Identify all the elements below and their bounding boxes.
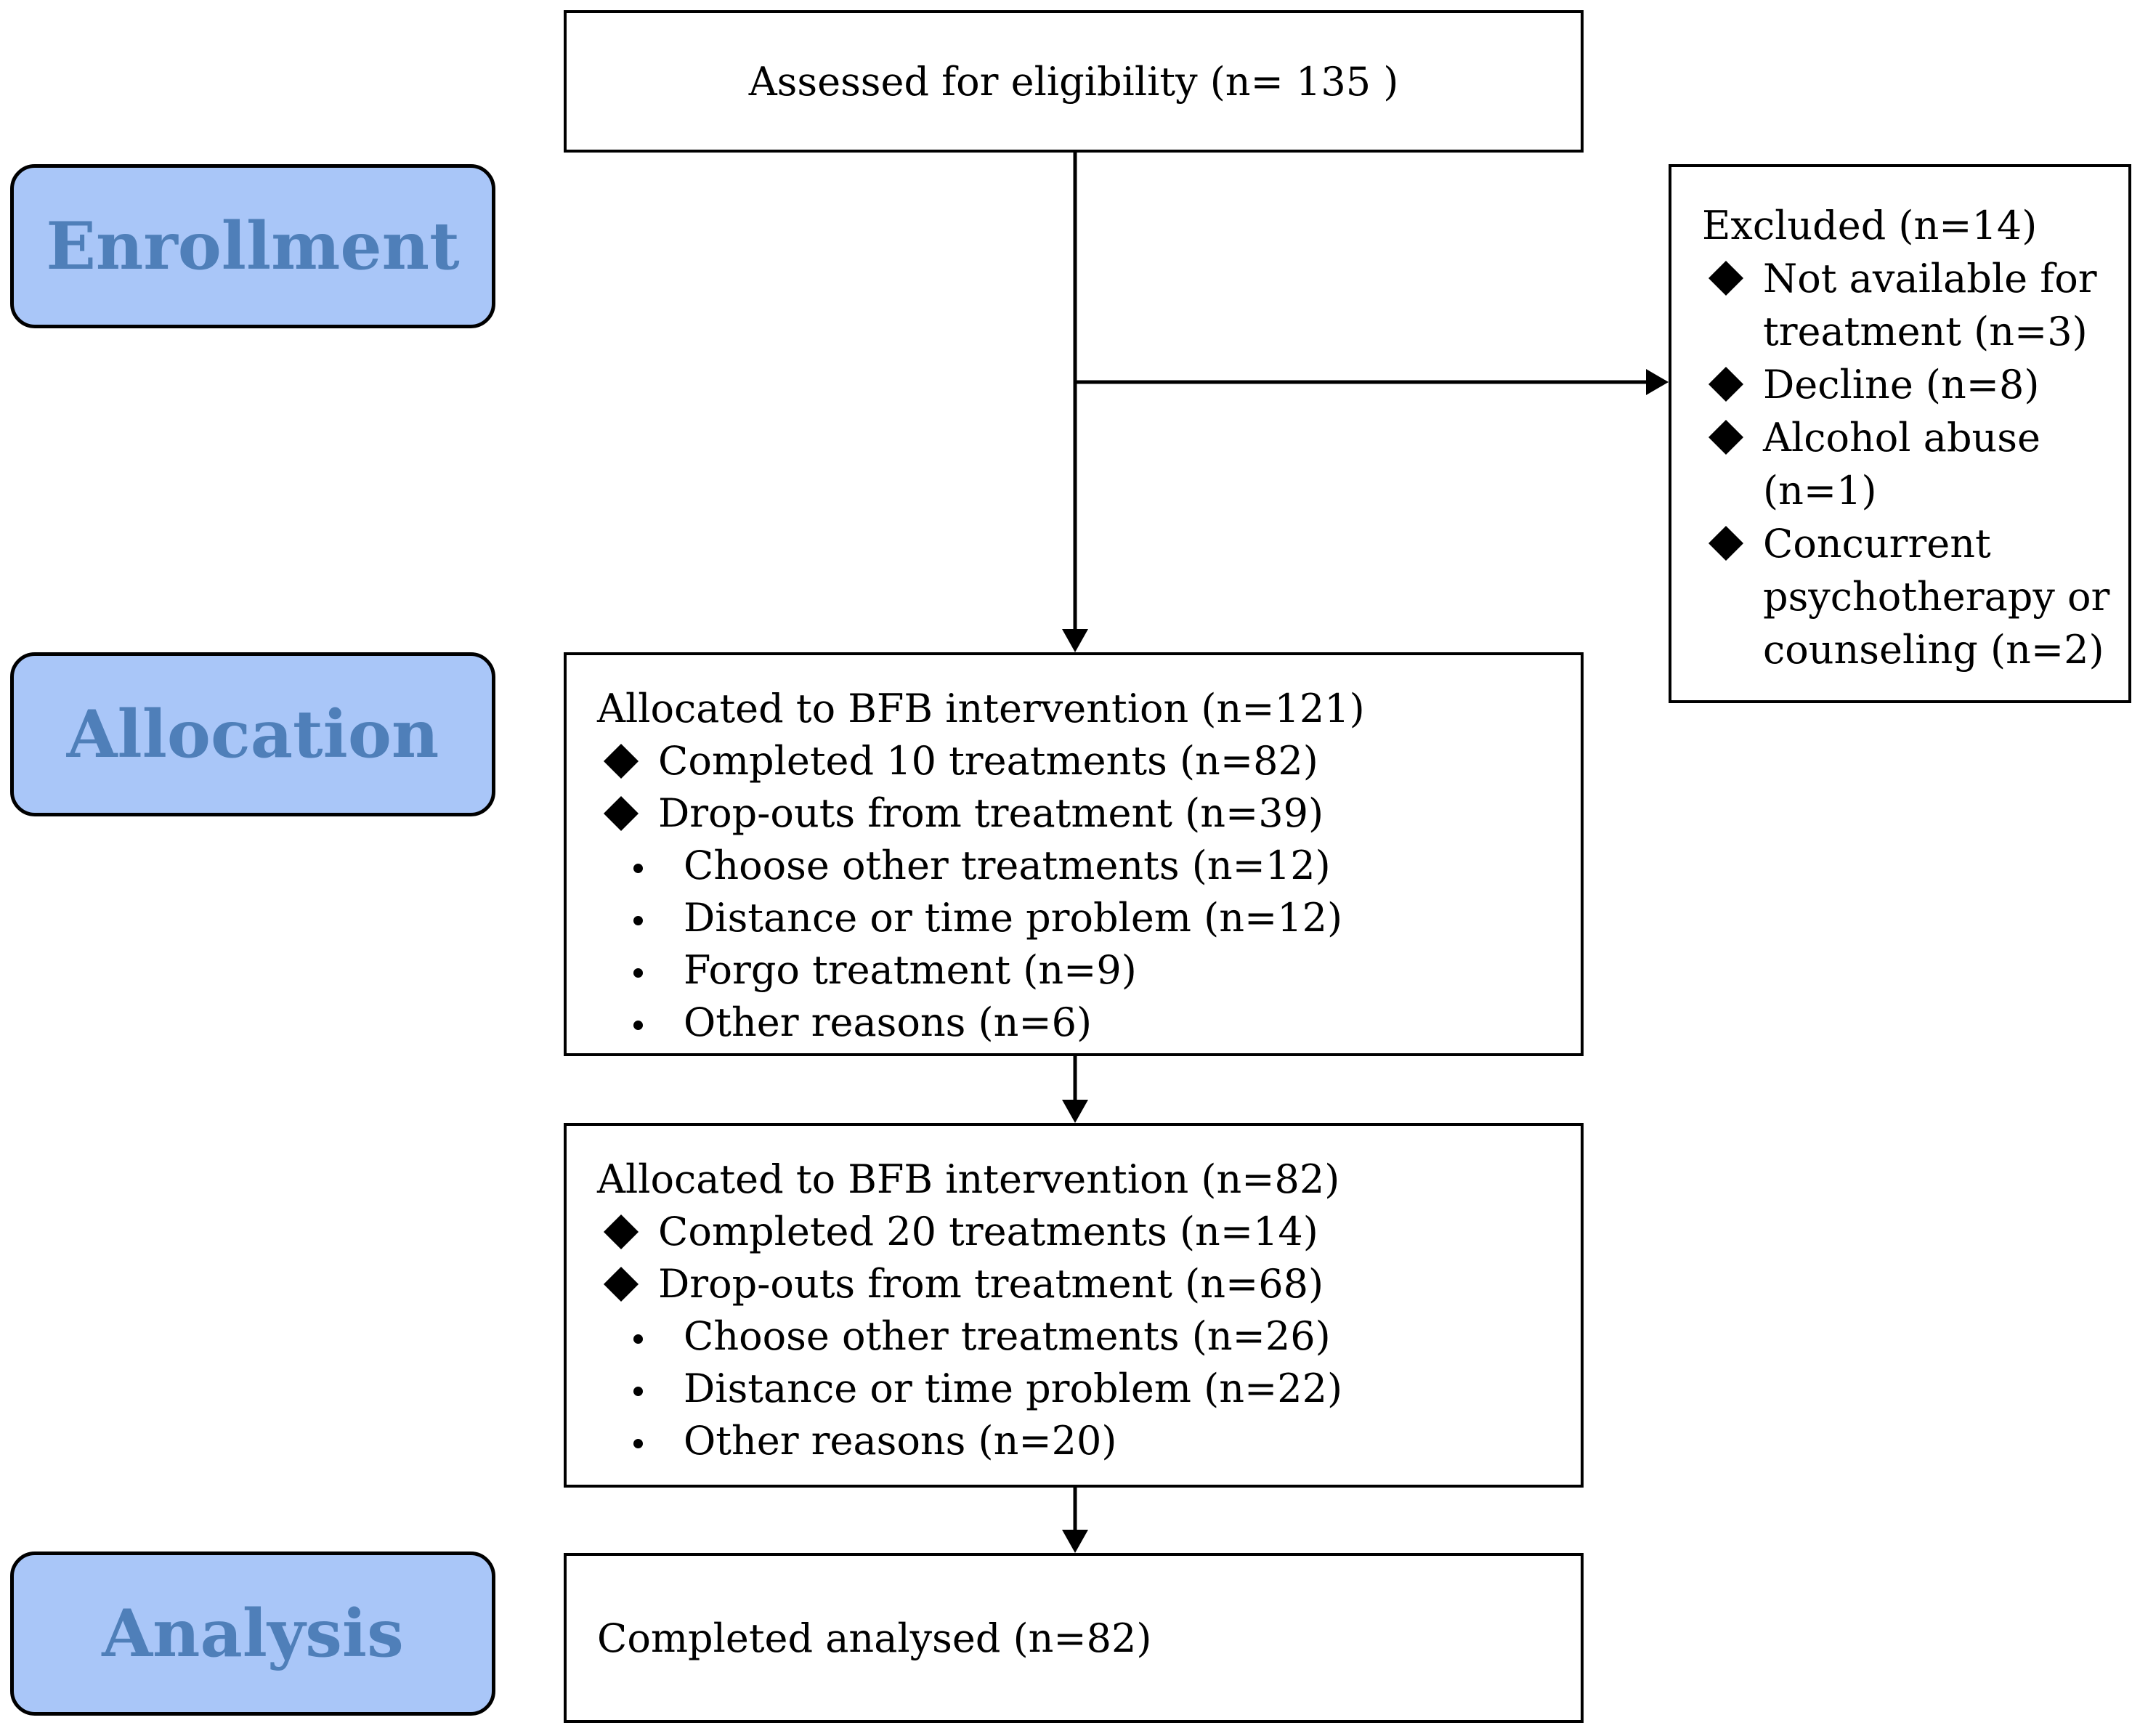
allocation-1-reason: Choose other treatments (n=12)	[597, 840, 1581, 892]
allocation-1-completed-text: Completed 10 treatments (n=82)	[658, 738, 1318, 784]
stage-enrollment: Enrollment	[10, 164, 495, 328]
dot-bullet-icon	[633, 864, 643, 873]
allocation-1-reason: Other reasons (n=6)	[597, 997, 1581, 1049]
arrowhead-excluded	[1646, 369, 1669, 395]
allocation-1-reason-text: Choose other treatments (n=12)	[684, 843, 1331, 888]
allocation-2-reason: Other reasons (n=20)	[597, 1415, 1581, 1467]
allocation-2-reason-text: Other reasons (n=20)	[684, 1418, 1117, 1464]
diamond-bullet-icon	[603, 795, 639, 832]
analysis-box: Completed analysed (n=82)	[564, 1553, 1584, 1723]
allocation-1-reason-text: Other reasons (n=6)	[684, 999, 1093, 1045]
stage-enrollment-label: Enrollment	[46, 208, 460, 285]
excluded-item-line: treatment (n=3)	[1763, 309, 2088, 354]
dot-bullet-icon	[633, 968, 643, 978]
excluded-item: Decline (n=8)	[1702, 358, 2128, 411]
diamond-bullet-icon	[603, 1214, 639, 1250]
allocation-2-dropouts-text: Drop-outs from treatment (n=68)	[658, 1261, 1324, 1307]
allocation-2-title: Allocated to BFB intervention (n=82)	[597, 1156, 1340, 1202]
excluded-item-line: Alcohol abuse	[1763, 415, 2040, 461]
arrowhead-analysis	[1062, 1530, 1088, 1553]
allocation-box-2: Allocated to BFB intervention (n=82) Com…	[564, 1123, 1584, 1488]
dot-bullet-icon	[633, 916, 643, 925]
excluded-title: Excluded (n=14)	[1702, 203, 2038, 248]
excluded-box: Excluded (n=14) Not available for treatm…	[1669, 164, 2131, 703]
arrowhead-allocation	[1062, 629, 1088, 652]
allocation-2-completed-text: Completed 20 treatments (n=14)	[658, 1209, 1318, 1254]
allocation-2-reason: Choose other treatments (n=26)	[597, 1310, 1581, 1363]
diamond-bullet-icon	[1708, 260, 1744, 296]
dot-bullet-icon	[633, 1439, 643, 1448]
allocation-1-dropouts: Drop-outs from treatment (n=39)	[597, 787, 1581, 840]
allocation-1-title: Allocated to BFB intervention (n=121)	[597, 686, 1365, 731]
excluded-item-line: psychotherapy or	[1763, 574, 2110, 620]
excluded-item: Alcohol abuse (n=1)	[1702, 411, 2128, 517]
excluded-item: Concurrent psychotherapy or counseling (…	[1702, 517, 2128, 676]
dot-bullet-icon	[633, 1021, 643, 1030]
allocation-2-reason-text: Choose other treatments (n=26)	[684, 1313, 1331, 1359]
excluded-item-line: (n=1)	[1763, 468, 1877, 514]
arrowhead-allocation2	[1062, 1100, 1088, 1123]
analysis-text: Completed analysed (n=82)	[597, 1615, 1152, 1661]
excluded-item: Not available for treatment (n=3)	[1702, 252, 2128, 358]
dot-bullet-icon	[633, 1387, 643, 1396]
eligibility-box: Assessed for eligibility (n= 135 )	[564, 10, 1584, 153]
diamond-bullet-icon	[603, 1266, 639, 1302]
stage-analysis: Analysis	[10, 1552, 495, 1716]
excluded-item-line: Decline (n=8)	[1763, 362, 2040, 407]
allocation-2-completed: Completed 20 treatments (n=14)	[597, 1206, 1581, 1258]
allocation-2-reason-text: Distance or time problem (n=22)	[684, 1366, 1343, 1411]
allocation-1-reason-text: Distance or time problem (n=12)	[684, 895, 1343, 941]
diamond-bullet-icon	[1708, 366, 1744, 402]
excluded-item-line: counseling (n=2)	[1763, 627, 2104, 673]
excluded-item-line: Concurrent	[1763, 521, 1991, 567]
stage-analysis-label: Analysis	[102, 1595, 404, 1672]
dot-bullet-icon	[633, 1334, 643, 1344]
allocation-1-reason-text: Forgo treatment (n=9)	[684, 947, 1137, 993]
excluded-item-line: Not available for	[1763, 256, 2097, 301]
allocation-box-1: Allocated to BFB intervention (n=121) Co…	[564, 652, 1584, 1056]
allocation-1-reason: Distance or time problem (n=12)	[597, 892, 1581, 944]
diamond-bullet-icon	[603, 743, 639, 779]
stage-allocation-label: Allocation	[66, 696, 439, 773]
diamond-bullet-icon	[1708, 525, 1744, 561]
eligibility-text: Assessed for eligibility (n= 135 )	[748, 58, 1399, 105]
allocation-1-dropouts-text: Drop-outs from treatment (n=39)	[658, 790, 1324, 836]
allocation-2-reason: Distance or time problem (n=22)	[597, 1363, 1581, 1415]
stage-allocation: Allocation	[10, 652, 495, 816]
allocation-2-dropouts: Drop-outs from treatment (n=68)	[597, 1258, 1581, 1310]
allocation-1-reason: Forgo treatment (n=9)	[597, 944, 1581, 997]
allocation-1-completed: Completed 10 treatments (n=82)	[597, 735, 1581, 787]
diamond-bullet-icon	[1708, 419, 1744, 455]
